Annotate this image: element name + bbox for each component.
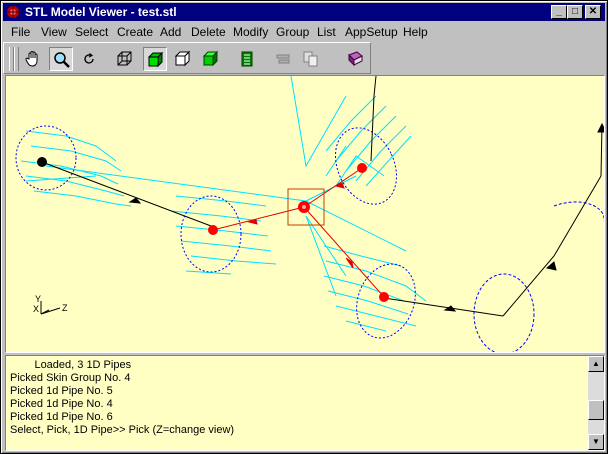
pipe-endpoint-node — [37, 157, 47, 167]
pan-tool-button[interactable] — [21, 47, 45, 71]
selected-pipes — [212, 167, 385, 298]
toolbar-grip[interactable] — [14, 47, 19, 71]
maximize-button[interactable]: □ — [567, 5, 583, 19]
menu-appsetup[interactable]: AppSetup — [345, 25, 398, 39]
console-line: Picked Skin Group No. 4 — [10, 372, 131, 384]
menu-modify[interactable]: Modify — [233, 25, 269, 39]
book-icon — [348, 51, 363, 67]
wireframe-cube-icon — [117, 51, 132, 66]
menu-bar: File View Select Create Add Delete Modif… — [3, 22, 605, 41]
toolbar-grip[interactable] — [9, 47, 14, 71]
pipe-paths — [41, 76, 604, 317]
menu-file[interactable]: File — [11, 25, 31, 39]
hand-pan-icon — [25, 51, 38, 67]
coil-nodes — [15, 125, 604, 352]
hidden-line-view-button[interactable] — [171, 47, 195, 71]
console-line: Loaded, 3 1D Pipes — [10, 359, 132, 371]
scroll-down-arrow-icon[interactable]: ▼ — [588, 434, 604, 450]
menu-view[interactable]: View — [41, 25, 67, 39]
command-prompt-line[interactable]: Select, Pick, 1D Pipe>> Pick (Z=change v… — [10, 424, 235, 436]
message-console: Loaded, 3 1D Pipes Picked Skin Group No.… — [5, 355, 605, 451]
scroll-thumb[interactable] — [588, 400, 604, 420]
zoom-tool-button[interactable] — [49, 47, 73, 71]
menu-select[interactable]: Select — [75, 25, 109, 39]
zoom-magnifier-icon — [54, 52, 70, 68]
grey-pipe-icon — [276, 54, 290, 64]
help-book-button[interactable] — [343, 47, 367, 71]
selected-node — [379, 292, 389, 302]
coil-top-right — [335, 127, 397, 205]
pipe-tool-button[interactable] — [271, 47, 295, 71]
coil-lower-right — [356, 263, 416, 339]
axis-triad — [40, 301, 61, 315]
menu-delete[interactable]: Delete — [191, 25, 226, 39]
console-line: Picked 1d Pipe No. 5 — [10, 385, 113, 397]
copy-icon — [303, 51, 318, 67]
coil-edge-right — [553, 201, 604, 221]
rotate-icon — [84, 53, 94, 64]
model-canvas[interactable]: Y X Z — [6, 76, 605, 353]
rotate-tool-button[interactable] — [77, 47, 101, 71]
window-title: STL Model Viewer - test.stl — [25, 5, 177, 19]
coil-far-right — [473, 273, 535, 352]
selected-node — [357, 163, 367, 173]
shaded-view-button[interactable] — [199, 47, 223, 71]
minimize-button[interactable]: _ — [551, 5, 567, 19]
axis-y-label: Y — [35, 294, 41, 304]
console-line: Picked 1d Pipe No. 4 — [10, 398, 113, 410]
menu-group[interactable]: Group — [276, 25, 310, 39]
menu-add[interactable]: Add — [160, 25, 182, 39]
menu-help[interactable]: Help — [403, 25, 428, 39]
axis-z-label: Z — [62, 303, 68, 313]
scroll-up-arrow-icon[interactable]: ▲ — [588, 356, 604, 372]
close-button[interactable]: ✕ — [585, 5, 601, 19]
model-viewport[interactable]: Y X Z — [5, 75, 605, 353]
axis-x-label: X — [33, 304, 39, 314]
console-line: Picked 1d Pipe No. 6 — [10, 411, 113, 423]
pick-box — [287, 188, 325, 226]
selected-node — [208, 225, 218, 235]
skin-outline-view-button[interactable] — [143, 47, 167, 71]
copy-button[interactable] — [299, 47, 323, 71]
hidden-line-cube-icon — [174, 50, 191, 67]
console-scrollbar[interactable]: ▲ ▼ — [588, 356, 604, 450]
menu-list[interactable]: List — [317, 25, 336, 39]
list-icon — [241, 51, 253, 67]
coil-left — [15, 125, 77, 191]
toolbar — [3, 42, 371, 74]
list-button[interactable] — [235, 47, 259, 71]
green-cube-outline-icon — [147, 51, 164, 68]
shaded-cube-icon — [202, 50, 219, 67]
coil-middle — [180, 195, 242, 273]
app-icon — [7, 6, 19, 18]
wireframe-view-button[interactable] — [113, 47, 137, 71]
title-bar[interactable]: STL Model Viewer - test.stl _ □ ✕ — [3, 3, 605, 21]
menu-create[interactable]: Create — [117, 25, 154, 39]
skin-group — [20, 76, 427, 332]
